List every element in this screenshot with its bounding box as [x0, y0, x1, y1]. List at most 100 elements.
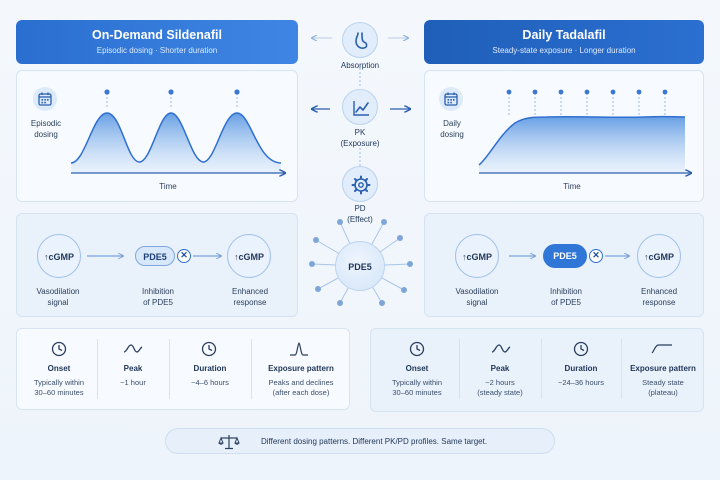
episodic-pk-curve — [70, 89, 293, 188]
daily-line2: dosing — [440, 130, 464, 139]
absorption-node — [342, 22, 378, 58]
left-inhibit-badge: ✕ — [177, 249, 191, 263]
left-onset-title: Onset — [47, 364, 71, 373]
calendar-icon — [38, 92, 52, 106]
steady-state-pk-curve — [478, 89, 699, 188]
balance-scale-icon — [218, 435, 240, 450]
sildenafil-metrics-panel: Onset Typically within 30–60 minutes Pea… — [16, 328, 350, 410]
right-cgmp-node-2: ↑cGMP — [637, 234, 681, 278]
pk-label-line2: (Exposure) — [340, 139, 380, 148]
left-cgmp-node-2: ↑cGMP — [227, 234, 271, 278]
right-inhibit-badge: ✕ — [589, 249, 603, 263]
sildenafil-header: On-Demand Sildenafil Episodic dosing · S… — [16, 20, 298, 64]
pk-label-line1: PK — [354, 128, 366, 137]
episodic-dosing-label: Episodic dosing — [21, 118, 71, 140]
right-duration-title: Duration — [564, 364, 598, 373]
calendar-icon-wrap — [33, 87, 57, 111]
left-pde5-pill: PDE5 — [135, 246, 175, 266]
right-peak-title: Peak — [490, 364, 510, 373]
calendar-icon-wrap-right — [439, 87, 463, 111]
tadalafil-mechanism-panel: ↑cGMP PDE5 ✕ ↑cGMP Vasodilation signal I… — [424, 213, 704, 317]
pd-label-line1: PD — [354, 204, 366, 213]
left-cgmp-node-1: ↑cGMP — [37, 234, 81, 278]
right-enh-line1: Enhanced — [640, 287, 678, 296]
sildenafil-mechanism-panel: ↑cGMP PDE5 ✕ ↑cGMP Vasodilation signal I… — [16, 213, 298, 317]
right-pattern-value: Steady state (plateau) — [621, 378, 705, 398]
right-pde5-pill: PDE5 — [543, 244, 587, 268]
left-vaso-line1: Vasodilation — [36, 287, 80, 296]
left-inhib-line2: of PDE5 — [143, 298, 173, 307]
left-pattern-title: Exposure pattern — [268, 364, 334, 373]
calendar-icon — [444, 92, 458, 106]
left-mech-arrows — [87, 214, 299, 318]
right-peak-line1: ~2 hours — [485, 378, 515, 387]
pd-node — [342, 166, 378, 202]
left-inhibition-label: Inhibition of PDE5 — [123, 286, 193, 308]
left-peak-title: Peak — [123, 364, 143, 373]
sildenafil-title: On-Demand Sildenafil — [92, 28, 222, 42]
left-onset-line1: Typically within — [33, 378, 85, 387]
daily-line1: Daily — [443, 119, 461, 128]
pde5-target-bubble: PDE5 — [335, 241, 385, 291]
right-time-label: Time — [563, 182, 581, 191]
tadalafil-title: Daily Tadalafil — [522, 28, 606, 42]
right-vaso-line2: signal — [466, 298, 488, 307]
right-onset-value: Typically within 30–60 minutes — [375, 378, 459, 398]
tadalafil-metrics-panel: Onset Typically within 30–60 minutes Pea… — [370, 328, 704, 412]
daily-dosing-label: Daily dosing — [427, 118, 477, 140]
right-vaso-line1: Vasodilation — [455, 287, 499, 296]
right-onset-line1: Typically within — [391, 378, 443, 387]
right-pattern-title: Exposure pattern — [630, 364, 696, 373]
left-pattern-line2: (after each dose) — [272, 388, 330, 397]
left-pattern-line1: Peaks and declines — [268, 378, 334, 387]
right-inhibition-label: Inhibition of PDE5 — [531, 286, 601, 308]
clock-icon — [573, 341, 589, 357]
right-enhanced-label: Enhanced response — [624, 286, 694, 308]
clock-icon — [409, 341, 425, 357]
left-enh-line2: response — [233, 298, 267, 307]
line-chart-icon — [353, 101, 369, 116]
right-cgmp-node-1: ↑cGMP — [455, 234, 499, 278]
absorption-label: Absorption — [340, 61, 380, 70]
right-inhib-line2: of PDE5 — [551, 298, 581, 307]
right-onset-line2: 30–60 minutes — [392, 388, 442, 397]
left-duration-value: ~4–6 hours — [191, 378, 229, 387]
pd-label-line2: (Effect) — [347, 215, 373, 224]
tadalafil-subtitle: Steady-state exposure · Longer duration — [492, 46, 636, 55]
left-vasodilation-label: Vasodilation signal — [23, 286, 93, 308]
plateau-pattern-icon — [651, 344, 672, 354]
right-duration-value: ~24–36 hours — [557, 378, 605, 387]
pd-label: PD (Effect) — [320, 203, 400, 225]
left-enh-line1: Enhanced — [231, 287, 269, 296]
left-peak-value: ~1 hour — [120, 378, 146, 387]
peak-pattern-icon — [290, 342, 308, 356]
footer-text: Different dosing patterns. Different PK/… — [261, 437, 488, 446]
left-enhanced-label: Enhanced response — [215, 286, 285, 308]
right-pattern-line2: (plateau) — [648, 388, 678, 397]
pk-label: PK (Exposure) — [320, 127, 400, 149]
right-enh-line2: response — [642, 298, 676, 307]
clock-icon — [201, 341, 217, 357]
left-onset-line2: 30–60 minutes — [34, 388, 84, 397]
footer-banner: Different dosing patterns. Different PK/… — [165, 428, 555, 454]
left-pattern-value: Peaks and declines (after each dose) — [251, 378, 351, 398]
sildenafil-pk-panel: Episodic dosing Time — [16, 70, 298, 202]
right-onset-title: Onset — [405, 364, 429, 373]
stomach-icon — [355, 32, 368, 49]
left-onset-value: Typically within 30–60 minutes — [19, 378, 99, 398]
sildenafil-subtitle: Episodic dosing · Shorter duration — [96, 46, 218, 55]
right-pattern-line1: Steady state — [642, 378, 684, 387]
episodic-line1: Episodic — [30, 119, 62, 128]
tadalafil-pk-panel: Daily dosing Time — [424, 70, 704, 202]
gear-icon — [351, 175, 371, 195]
wave-icon — [491, 344, 511, 353]
clock-icon — [51, 341, 67, 357]
right-peak-line2: (steady state) — [477, 388, 523, 397]
left-inhib-line1: Inhibition — [141, 287, 175, 296]
right-mech-arrows — [509, 214, 705, 318]
right-vasodilation-label: Vasodilation signal — [442, 286, 512, 308]
right-peak-value: ~2 hours (steady state) — [459, 378, 541, 398]
episodic-line2: dosing — [34, 130, 58, 139]
left-time-label: Time — [159, 182, 177, 191]
left-duration-title: Duration — [193, 364, 227, 373]
